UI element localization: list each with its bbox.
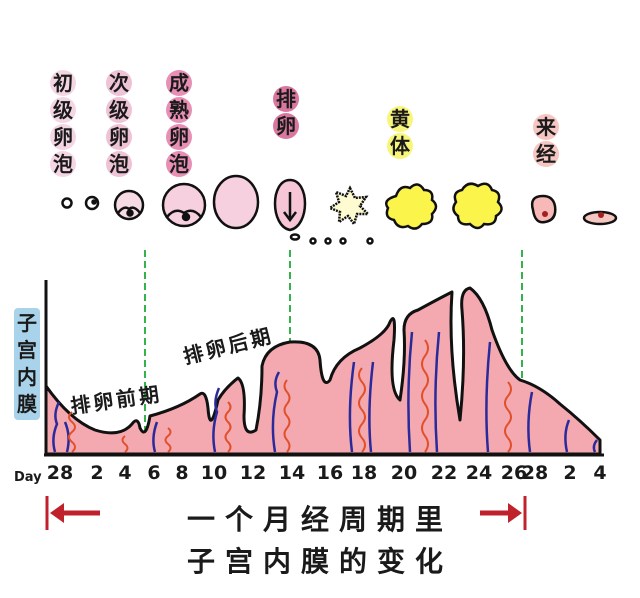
label-secondary-follicle: 次 级 卵 泡 [106, 70, 132, 178]
label-char: 熟 [166, 97, 192, 123]
artery-blue [152, 421, 159, 453]
corpus-albicans-icon [530, 194, 557, 224]
day-ticks: 28 2 4 6 8 10 12 14 16 18 20 22 24 26 28… [0, 462, 640, 492]
label-char: 卵 [106, 124, 132, 150]
label-primary-follicle: 初 级 卵 泡 [50, 70, 76, 178]
endometrium-layer [44, 286, 602, 456]
label-char: 排 [273, 86, 299, 112]
artery-blue [485, 341, 492, 453]
label-ovulation: 排 卵 [273, 86, 299, 140]
artery-red [358, 367, 366, 453]
tick: 18 [350, 462, 378, 484]
artery-blue [348, 361, 356, 453]
artery-red [164, 427, 172, 453]
primary-follicle-icon [61, 197, 73, 209]
tick: 2 [563, 462, 577, 484]
label-char: 黄 [387, 106, 413, 132]
label-char: 级 [106, 97, 132, 123]
tick: 12 [239, 462, 267, 484]
tick: 4 [118, 462, 132, 484]
label-char: 来 [533, 114, 559, 140]
label-char: 初 [50, 70, 76, 96]
tick: 16 [316, 462, 344, 484]
primary-follicle-icon [84, 195, 100, 211]
tick: 4 [593, 462, 607, 484]
ruptured-follicle-icon [327, 185, 372, 227]
label-char: 级 [50, 97, 76, 123]
tick: 24 [465, 462, 493, 484]
artery-red [68, 411, 76, 453]
label-char: 泡 [106, 151, 132, 177]
label-char: 次 [106, 70, 132, 96]
artery-blue [407, 331, 414, 453]
tick: 22 [430, 462, 458, 484]
label-menstruation: 来 经 [533, 114, 559, 168]
corpus-luteum-mature-icon [452, 182, 503, 230]
artery-red [283, 379, 291, 453]
secondary-follicle-icon [113, 189, 145, 221]
follicle-illustrations [61, 174, 618, 245]
label-char: 卵 [273, 113, 299, 139]
tick: 28 [46, 462, 74, 484]
artery-blue [368, 361, 375, 453]
artery-blue [527, 391, 534, 453]
label-corpus-luteum: 黄 体 [387, 106, 413, 160]
label-char: 卵 [166, 124, 192, 150]
endometrium-diagram [44, 250, 604, 457]
label-char: 子 [17, 311, 37, 335]
artery-blue [52, 401, 61, 453]
tick: 8 [175, 462, 189, 484]
label-char: 卵 [50, 124, 76, 150]
growing-follicle-icon [161, 182, 207, 228]
label-char: 宫 [17, 338, 37, 362]
label-char: 泡 [166, 151, 192, 177]
y-axis-label: 子 宫 内 膜 [14, 308, 40, 420]
tick: 26 [500, 462, 528, 484]
caption-line-2: 子宫内膜的变化 [186, 545, 453, 578]
label-char: 泡 [50, 151, 76, 177]
artery-blue [592, 439, 598, 453]
artery-red [224, 401, 232, 453]
label-char: 内 [17, 365, 37, 389]
label-char: 体 [387, 133, 413, 159]
artery-red [421, 339, 429, 453]
artery-red [121, 435, 129, 453]
tick: 6 [147, 462, 161, 484]
tick: 2 [90, 462, 104, 484]
label-char: 膜 [17, 392, 37, 416]
regressed-follicle-icon [582, 210, 618, 226]
artery-red [504, 381, 512, 453]
mature-follicle-icon [212, 174, 260, 230]
label-char: 成 [166, 70, 192, 96]
artery-blue [434, 331, 441, 453]
corpus-luteum-icon [385, 183, 438, 230]
label-char: 经 [533, 141, 559, 167]
cycle-span-arrows [45, 496, 527, 530]
caption-line-1: 一个月经周期里 [186, 503, 453, 536]
tick: 10 [200, 462, 228, 484]
artery-blue [212, 387, 221, 453]
artery-blue [271, 371, 281, 453]
label-mature-follicle: 成 熟 卵 泡 [166, 70, 192, 178]
tick: 28 [521, 462, 549, 484]
tick: 20 [390, 462, 418, 484]
day-axis-label: Day [14, 470, 42, 485]
tick: 14 [278, 462, 306, 484]
artery-blue [564, 419, 571, 453]
